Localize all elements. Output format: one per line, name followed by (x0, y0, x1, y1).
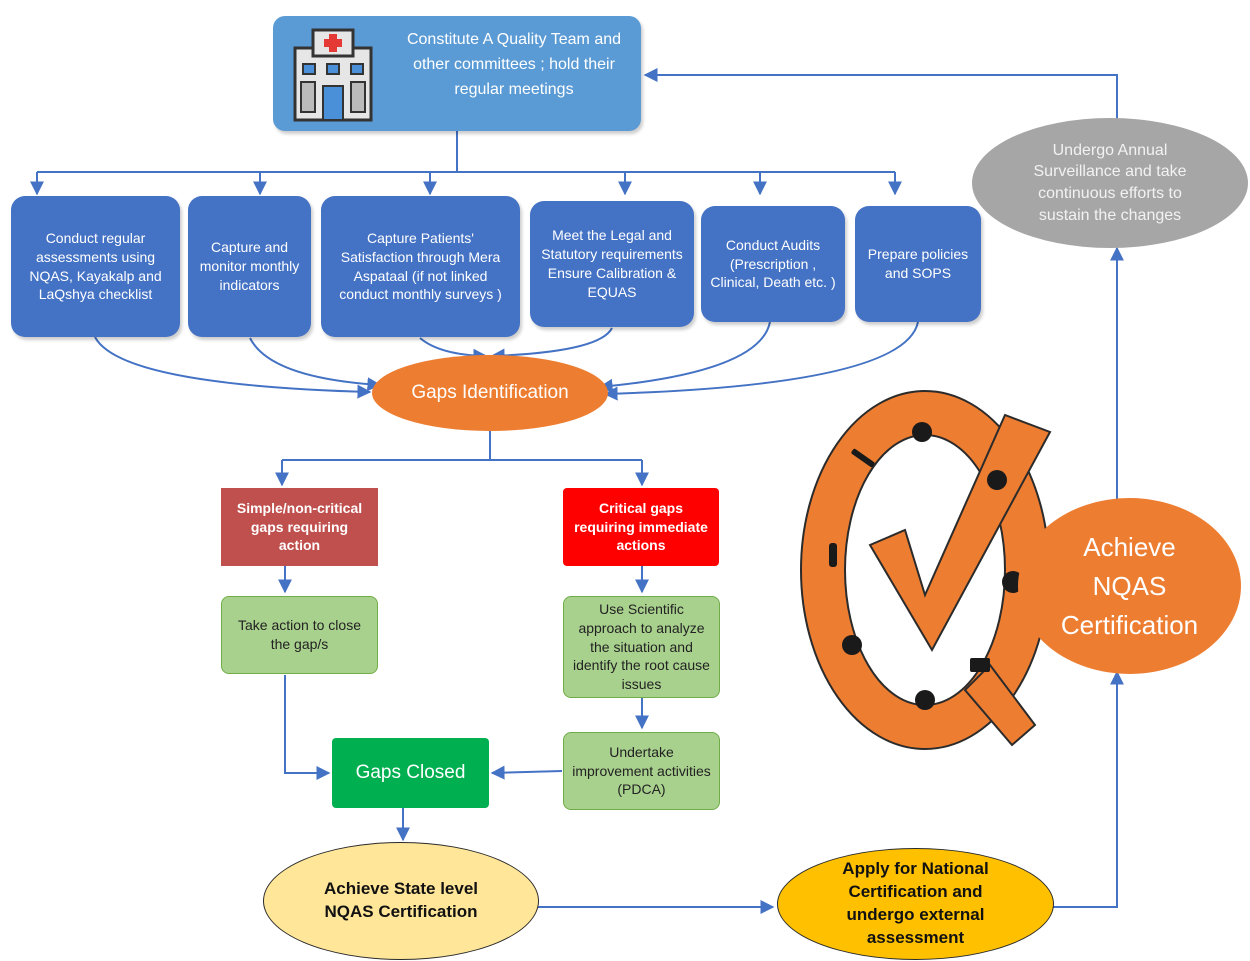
connector-national-to-achieve (1052, 670, 1124, 908)
scientific-approach-box: Use Scientific approach to analyze the s… (563, 596, 720, 698)
connector-improvement-to-closed (490, 765, 563, 780)
gaps-identification-text: Gaps Identification (411, 382, 569, 404)
state-certification-ellipse: Achieve State level NQAS Certification (263, 842, 539, 960)
doctor-icon (842, 635, 862, 655)
policies-text: Prepare policies and SOPS (867, 246, 969, 281)
curve-policies (603, 321, 919, 401)
curve-audits (598, 321, 771, 393)
baby-icon (987, 470, 1007, 490)
connector-surveillance-to-top (643, 68, 1118, 125)
legal-box: Meet the Legal and Statutory requirement… (530, 201, 694, 327)
syringe-icon (851, 448, 875, 468)
audits-box: Conduct Audits (Prescription , Clinical,… (701, 206, 845, 322)
surveillance-ellipse: Undergo Annual Surveillance and take con… (972, 118, 1248, 248)
simple-gaps-text: Simple/non-critical gaps requiring actio… (236, 499, 363, 554)
scientific-approach-text: Use Scientific approach to analyze the s… (573, 600, 710, 693)
legal-text: Meet the Legal and Statutory requirement… (541, 227, 683, 300)
mother-icon (912, 422, 932, 442)
gaps-identification-ellipse: Gaps Identification (372, 355, 608, 431)
improvement-box: Undertake improvement activities (PDCA) (563, 732, 720, 810)
bed-icon (970, 658, 990, 672)
ribbon-icon (829, 543, 837, 567)
policies-box: Prepare policies and SOPS (855, 206, 981, 322)
satisfaction-text: Capture Patients' Satisfaction through M… (339, 229, 502, 303)
curve-indicators (249, 337, 382, 392)
take-action-box: Take action to close the gap/s (221, 596, 378, 674)
indicators-text: Capture and monitor monthly indicators (199, 239, 300, 293)
state-certification-text: Achieve State level NQAS Certification (323, 879, 479, 921)
q-checkmark-logo (800, 390, 1052, 750)
patient-icon (915, 690, 935, 710)
hospital-icon (287, 24, 379, 123)
curve-legal (490, 327, 613, 363)
take-action-text: Take action to close the gap/s (238, 617, 361, 652)
critical-gaps-box: Critical gaps requiring immediate action… (563, 488, 719, 566)
critical-gaps-text: Critical gaps requiring immediate action… (574, 499, 708, 554)
achieve-nqas-ellipse: Achieve NQAS Certification (1018, 498, 1241, 674)
gaps-closed-box: Gaps Closed (332, 738, 489, 808)
assessments-text: Conduct regular assessments using NQAS, … (29, 229, 162, 303)
curve-satisfaction (419, 337, 488, 363)
simple-gaps-box: Simple/non-critical gaps requiring actio… (221, 488, 378, 566)
gaps-closed-text: Gaps Closed (355, 762, 466, 784)
assessments-box: Conduct regular assessments using NQAS, … (11, 196, 180, 337)
national-certification-text: Apply for National Certification and und… (842, 859, 989, 947)
satisfaction-box: Capture Patients' Satisfaction through M… (321, 196, 520, 337)
quality-team-text: Constitute A Quality Team and other comm… (406, 31, 622, 98)
quality-team-box: Constitute A Quality Team and other comm… (273, 16, 641, 131)
national-certification-ellipse: Apply for National Certification and und… (777, 848, 1054, 960)
indicators-box: Capture and monitor monthly indicators (188, 196, 311, 337)
achieve-nqas-text: Achieve NQAS Certification (1060, 531, 1199, 640)
surveillance-text: Undergo Annual Surveillance and take con… (1033, 141, 1187, 224)
connector-action-to-closed (284, 675, 331, 780)
improvement-text: Undertake improvement activities (PDCA) (572, 743, 711, 798)
curve-assessments (94, 336, 372, 399)
audits-text: Conduct Audits (Prescription , Clinical,… (710, 236, 836, 291)
